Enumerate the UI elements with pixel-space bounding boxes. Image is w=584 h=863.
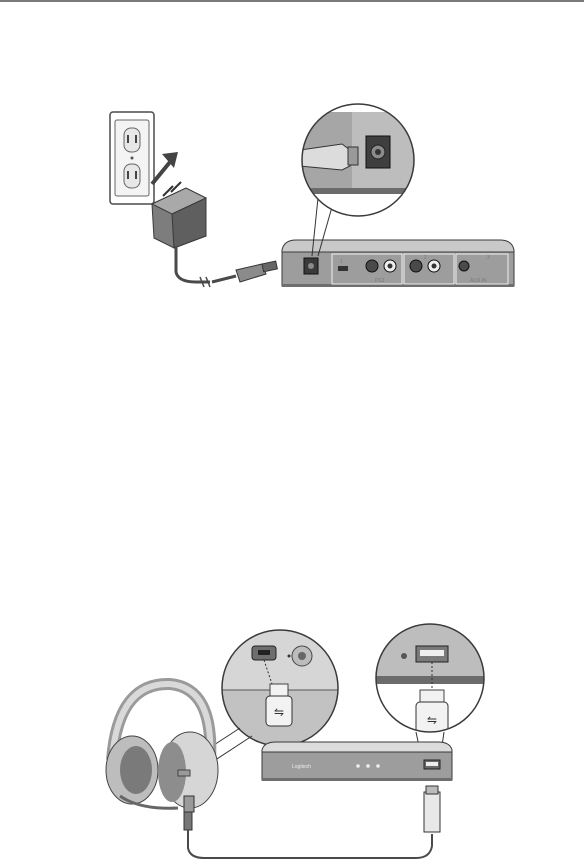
base-usb-zoom-callout: ⇋ bbox=[370, 620, 490, 760]
base-brand-label: Logitech bbox=[292, 764, 311, 770]
aux-in-label: AUX IN bbox=[470, 278, 487, 284]
power-connection-illustration: 1 2 3 PS3 AUX IN bbox=[0, 0, 584, 320]
usb-icon: ⇋ bbox=[274, 705, 284, 719]
usb-charging-cable bbox=[184, 786, 440, 858]
port-3-label: 3 bbox=[487, 255, 490, 261]
ps3-label: PS3 bbox=[375, 278, 385, 284]
port-2-label: 2 bbox=[424, 255, 427, 261]
wall-outlet bbox=[110, 112, 154, 204]
insert-arrow-icon bbox=[152, 152, 178, 184]
usb-icon-2: ⇋ bbox=[427, 713, 437, 727]
base-station-back: 1 2 3 PS3 AUX IN bbox=[282, 240, 514, 287]
base-station-front: Logitech bbox=[262, 742, 452, 781]
headset-usb-charging-illustration: ⇋ ⇋ bbox=[0, 620, 584, 863]
power-adapter bbox=[152, 182, 277, 287]
wireless-headset bbox=[106, 684, 218, 812]
power-port-zoom-callout bbox=[300, 100, 420, 256]
port-1-label: 1 bbox=[340, 259, 343, 265]
